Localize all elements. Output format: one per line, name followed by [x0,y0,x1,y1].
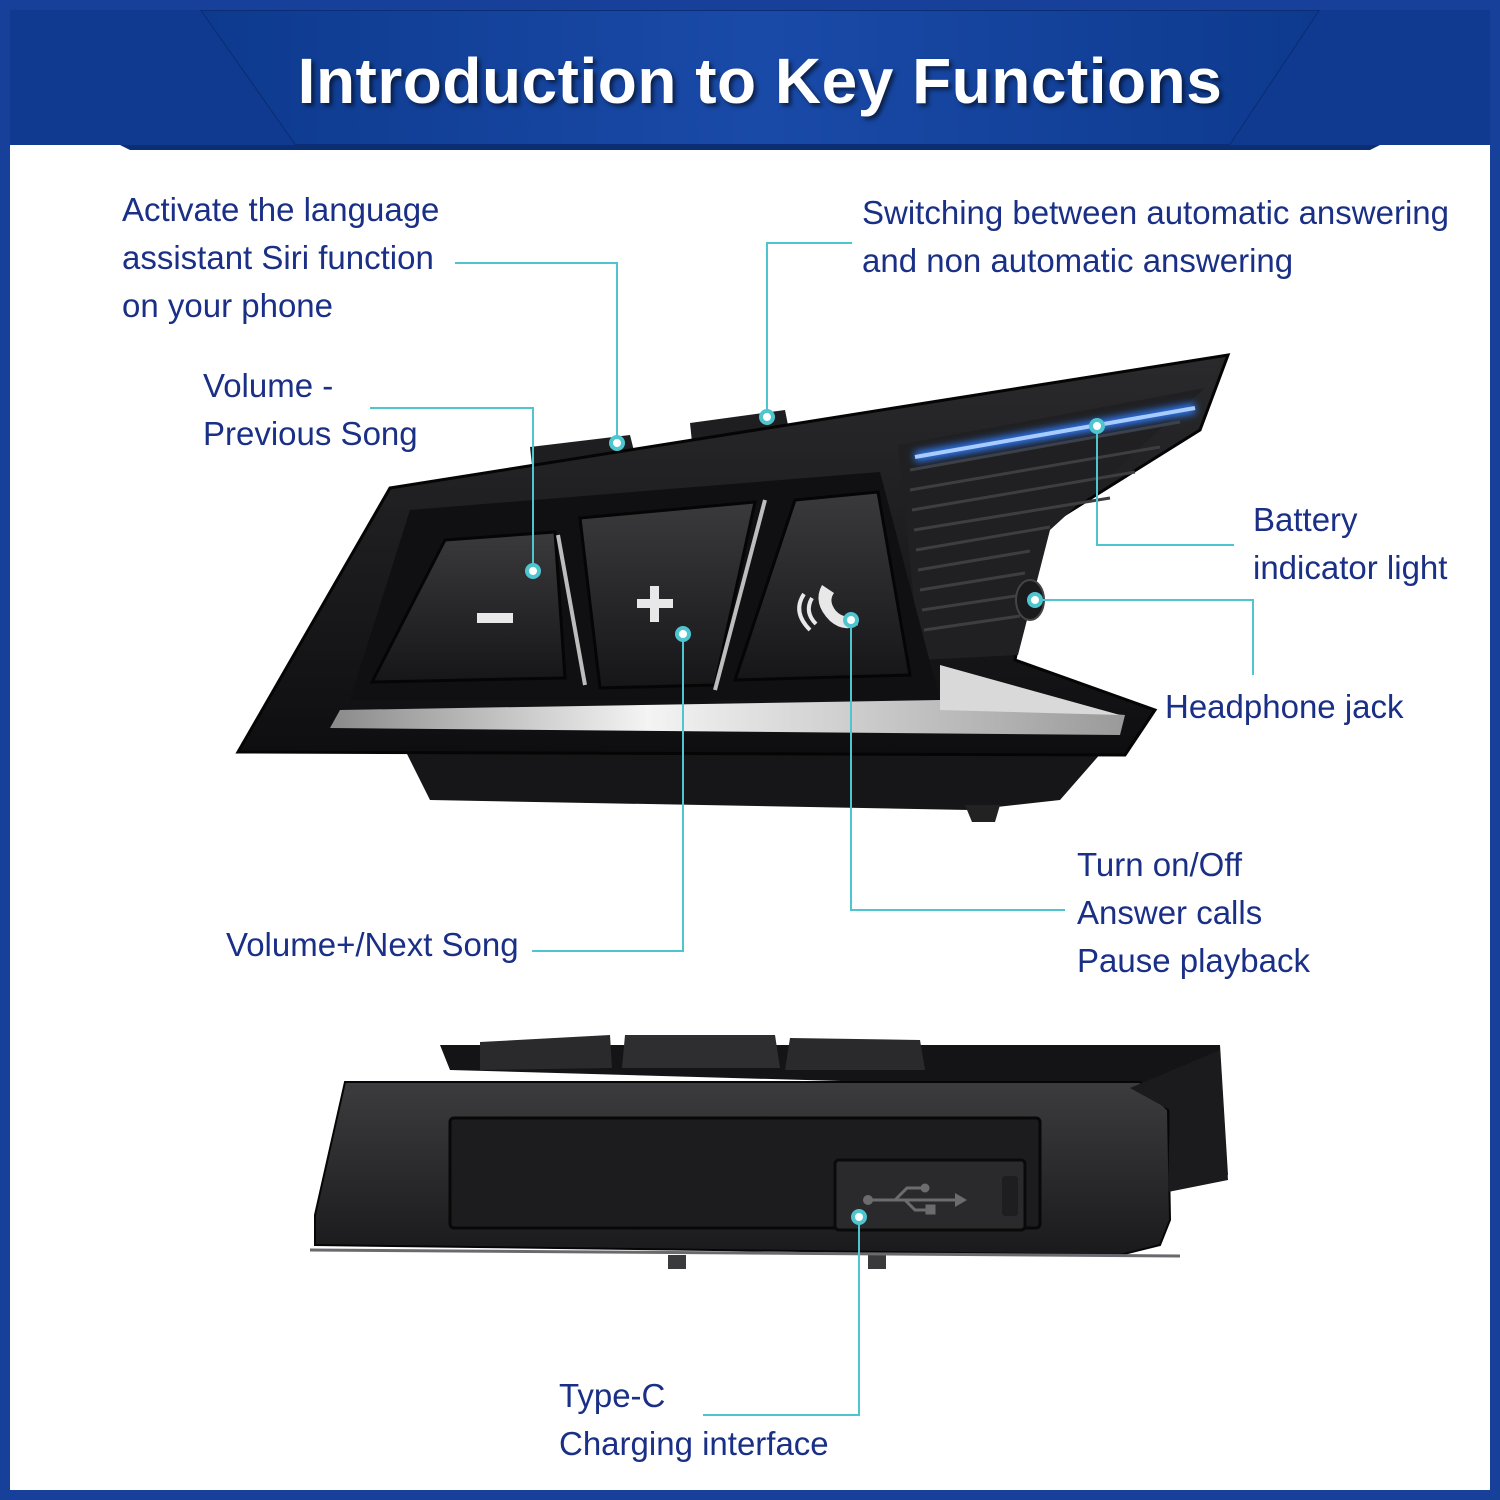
leader-power [850,620,1065,911]
callout-dot [1027,592,1043,608]
device-side-end [1130,1050,1228,1192]
top-key [622,1035,780,1068]
plus-icon-vertical [650,586,659,622]
chrome-wedge [940,665,1120,715]
callout-dots [525,409,1105,1225]
minus-icon [477,613,513,623]
mount-pin [868,1255,886,1269]
top-key [480,1035,612,1070]
callout-power: Turn on/Off Answer calls Pause playback [1077,841,1310,985]
callout-volume-minus-line: Volume - [203,367,334,404]
leader-volume-minus [370,407,534,571]
intercom-device-top [235,353,1231,822]
callout-dot [843,612,859,628]
leader-siri [455,262,618,443]
leader-battery [1096,426,1234,546]
callout-type-c-line: Charging interface [559,1425,829,1462]
callout-auto-answer-line: and non automatic answering [862,242,1294,279]
usb-cover-tab [1002,1176,1018,1216]
callout-siri-line: assistant Siri function [122,239,434,276]
callout-power-line: Turn on/Off [1077,846,1243,883]
callout-battery-line: indicator light [1253,549,1448,586]
mount-pin [965,805,1000,822]
callout-dot [851,1209,867,1225]
leader-volume-plus [532,634,684,952]
callout-auto-answer: Switching between automatic answering an… [862,189,1449,285]
intercom-device-bottom [309,1035,1228,1269]
header-band [10,10,1490,160]
callout-dot [675,626,691,642]
button-separator [556,534,587,686]
callout-volume-plus-line: Volume+/Next Song [226,926,519,963]
leader-headphone [1035,599,1254,675]
callout-headphone-line: Headphone jack [1165,688,1404,725]
button-separator [713,499,767,691]
usb-cover [833,1158,1027,1232]
battery-indicator-light [914,406,1196,459]
callout-power-line: Answer calls [1077,894,1263,931]
callout-auto-answer-line: Switching between automatic answering [862,194,1449,231]
callout-siri-line: on your phone [122,287,334,324]
callout-volume-plus: Volume+/Next Song [226,921,519,969]
leader-lines [370,242,1254,1416]
callout-headphone: Headphone jack [1165,683,1404,731]
callout-battery-line: Battery [1253,501,1358,538]
page-title: Introduction to Key Functions [297,45,1223,117]
leader-auto-answer [766,242,852,417]
callout-type-c-line: Type-C [559,1377,666,1414]
callout-volume-minus: Volume - Previous Song [203,362,418,458]
usb-icon [863,1183,967,1215]
vent-grille [898,388,1205,660]
chrome-trim [330,700,1125,735]
callout-volume-minus-line: Previous Song [203,415,418,452]
callout-siri-line: Activate the language [122,191,440,228]
callout-type-c: Type-C Charging interface [559,1372,829,1468]
callout-dot [525,563,541,579]
vent-slats [909,420,1181,632]
callout-dot [759,409,775,425]
top-key [785,1038,925,1070]
callout-battery: Battery indicator light [1253,496,1447,592]
callout-power-line: Pause playback [1077,942,1310,979]
minus-button[interactable] [369,530,567,684]
callout-dot [1089,418,1105,434]
mount-pin [668,1255,686,1269]
product-diagram [235,242,1254,1416]
callout-dot [609,435,625,451]
callout-siri: Activate the language assistant Siri fun… [122,186,439,330]
device-rear [440,1045,1228,1185]
bottom-edge-highlight [309,1248,1181,1258]
leader-type-c [703,1217,860,1416]
